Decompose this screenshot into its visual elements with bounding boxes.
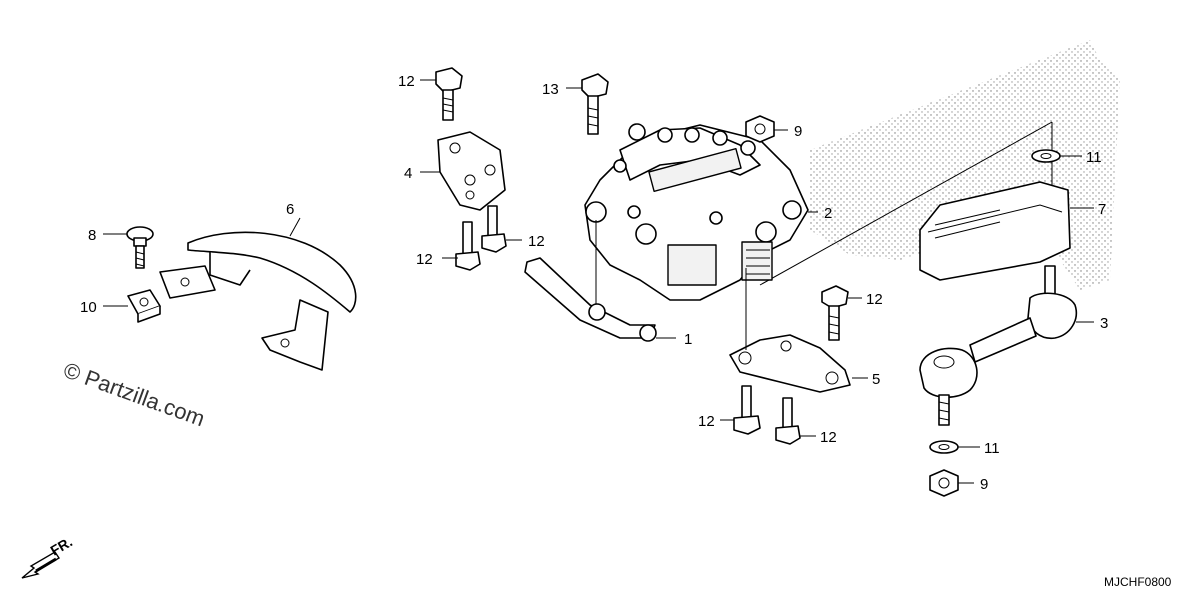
part-12-bolt-lower-right[interactable]: [775, 397, 801, 445]
callout-9[interactable]: 9: [794, 123, 802, 140]
callout-11[interactable]: 11: [984, 440, 1000, 457]
part-9-nut-bottom[interactable]: [929, 469, 959, 497]
callout-10[interactable]: 10: [80, 299, 97, 316]
callout-6[interactable]: 6: [286, 201, 294, 218]
callout-1[interactable]: 1: [684, 331, 692, 348]
callout-9[interactable]: 9: [980, 476, 988, 493]
part-12-bolt-left[interactable]: [455, 221, 481, 271]
part-2-damper-body[interactable]: [584, 123, 809, 310]
front-direction-arrow-icon: [21, 551, 60, 579]
part-6-guard[interactable]: [159, 231, 357, 371]
callout-13[interactable]: 13: [542, 81, 559, 98]
callout-2[interactable]: 2: [824, 205, 832, 222]
part-11-washer-bottom[interactable]: [929, 440, 959, 454]
part-12-bolt-right[interactable]: [481, 205, 507, 253]
callout-4[interactable]: 4: [404, 165, 412, 182]
callout-8[interactable]: 8: [88, 227, 96, 244]
part-9-nut-top[interactable]: [745, 115, 775, 143]
callout-12[interactable]: 12: [528, 233, 545, 250]
part-7-link-cover[interactable]: [919, 181, 1071, 281]
part-3-tie-rod[interactable]: [919, 265, 1077, 426]
callout-12[interactable]: 12: [416, 251, 433, 268]
callout-12[interactable]: 12: [866, 291, 883, 308]
part-13-bolt[interactable]: [581, 73, 609, 135]
watermark-text: © Partzilla.com: [60, 357, 208, 431]
leader-lines: [103, 79, 1094, 484]
callout-5[interactable]: 5: [872, 371, 880, 388]
callout-7[interactable]: 7: [1098, 201, 1106, 218]
part-12-bolt-mid[interactable]: [821, 285, 849, 341]
part-10-clip-nut[interactable]: [127, 289, 161, 323]
callout-12[interactable]: 12: [398, 73, 415, 90]
part-12-bolt-top[interactable]: [435, 67, 463, 121]
frame-edge-line: [759, 121, 1053, 286]
part-8-screw[interactable]: [126, 226, 154, 269]
callout-3[interactable]: 3: [1100, 315, 1108, 332]
callout-11[interactable]: 11: [1086, 149, 1102, 166]
callout-12[interactable]: 12: [698, 413, 715, 430]
callout-12[interactable]: 12: [820, 429, 837, 446]
part-4-bracket[interactable]: [437, 131, 506, 211]
diagram-code: MJCHF0800: [1104, 575, 1172, 589]
part-5-bracket[interactable]: [729, 334, 851, 393]
part-1-ground-strap[interactable]: [524, 257, 657, 342]
part-11-washer-top[interactable]: [1031, 149, 1061, 163]
part-12-bolt-lower-left[interactable]: [733, 385, 761, 435]
